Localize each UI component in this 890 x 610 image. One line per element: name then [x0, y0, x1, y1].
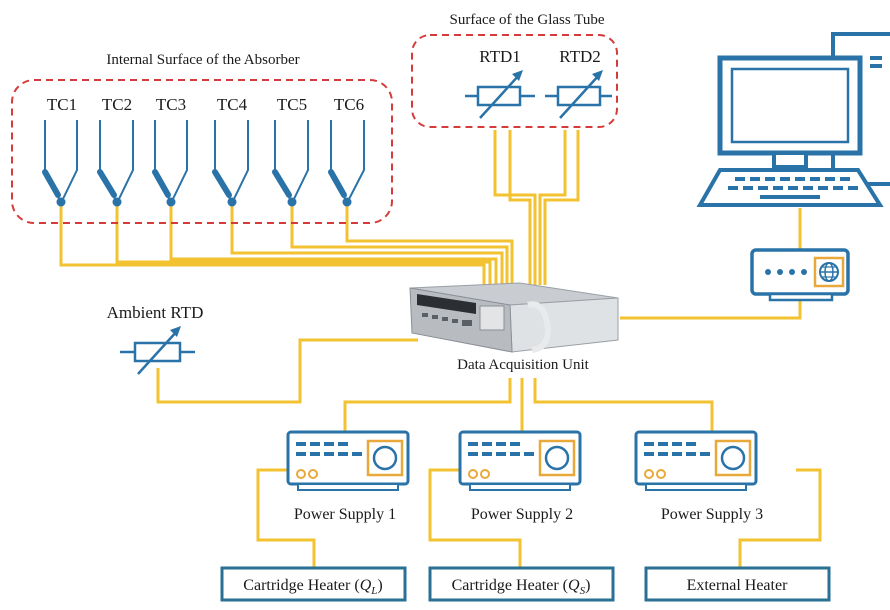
- tc2-label: TC2: [102, 95, 132, 114]
- tc3-label: TC3: [156, 95, 186, 114]
- tc5-label: TC5: [277, 95, 307, 114]
- heater-2-box: [428, 566, 615, 602]
- heater-2: Cartridge Heater (QS): [428, 566, 615, 602]
- wire-tc3: [169, 203, 498, 285]
- thermocouple-tc4: TC4: [212, 95, 249, 207]
- rtd-icon: [465, 70, 535, 119]
- computer: [696, 32, 890, 207]
- heater-2-label: Cartridge Heater (QS): [452, 577, 591, 597]
- thermocouple-icon: [99, 120, 134, 206]
- thermocouple-icon: [154, 120, 188, 206]
- heater-1: Cartridge Heater (QL): [220, 566, 407, 602]
- power-supply-icon: [634, 430, 758, 491]
- ambient-rtd: Ambient RTD: [107, 303, 204, 375]
- power-supply-icon: [458, 430, 582, 491]
- daq-device-icon: [409, 282, 619, 353]
- heater-3: External Heater: [644, 566, 831, 602]
- wire-daq-ps1: [343, 378, 512, 432]
- wiring: [59, 130, 822, 568]
- network-device-icon: [750, 248, 850, 302]
- power-supply-1-label: Power Supply 1: [294, 506, 396, 523]
- wire-ps2-heater: [428, 468, 522, 568]
- rtd-icon: [545, 70, 612, 119]
- thermocouple-tc6: TC6: [328, 95, 365, 207]
- glass-tube-group: Surface of the Glass Tube RTD1 RTD2: [411, 12, 618, 128]
- wire-tc4: [230, 203, 504, 285]
- network-box: [750, 248, 850, 302]
- wire-rtd1: [493, 130, 537, 285]
- absorber-group: Internal Surface of the Absorber TC1 TC2…: [11, 52, 393, 224]
- thermocouple-tc1: TC1: [42, 95, 78, 207]
- glass-title: Surface of the Glass Tube: [450, 12, 605, 28]
- power-supply-2: Power Supply 2: [458, 430, 582, 523]
- wire-tc5: [290, 203, 509, 285]
- wire-tc2: [115, 203, 492, 285]
- heater-1-label: Cartridge Heater (QL): [243, 577, 382, 597]
- thermocouple-tc2: TC2: [97, 95, 134, 207]
- wire-ambient: [156, 338, 418, 404]
- heater-3-box: [644, 566, 831, 602]
- heater-1-box: [220, 566, 407, 602]
- daq-label: Data Acquisition Unit: [457, 357, 589, 373]
- wire-rtd1b: [508, 130, 532, 285]
- tc6-label: TC6: [334, 95, 364, 114]
- thermocouple-tc3: TC3: [152, 95, 188, 207]
- wire-ps3-heater: [738, 468, 822, 568]
- thermocouple-icon: [214, 120, 249, 206]
- wire-rtd2: [538, 130, 567, 285]
- globe-icon: [819, 262, 839, 282]
- power-supply-3-label: Power Supply 3: [661, 506, 763, 523]
- heater-3-label: External Heater: [687, 577, 789, 594]
- wire-daq-ps3: [533, 378, 714, 432]
- ambient-rtd-label: Ambient RTD: [107, 303, 204, 322]
- computer-icon: [696, 32, 890, 207]
- wire-ps1-heater: [256, 468, 316, 568]
- wire-rtd2b: [543, 130, 580, 285]
- rtd-icon: [120, 326, 195, 375]
- thermocouple-icon: [274, 120, 309, 206]
- thermocouple-icon: [44, 120, 78, 206]
- power-supply-2-label: Power Supply 2: [471, 506, 573, 523]
- wire-tc1: [59, 203, 486, 285]
- thermocouple-icon: [330, 120, 365, 206]
- wire-tc6: [345, 203, 514, 285]
- data-acquisition-unit: Data Acquisition Unit: [409, 282, 619, 373]
- absorber-dashed-border: [11, 79, 393, 224]
- tc4-label: TC4: [217, 95, 248, 114]
- absorber-title: Internal Surface of the Absorber: [106, 52, 299, 68]
- tc1-label: TC1: [47, 95, 77, 114]
- wire-router-daq: [620, 300, 802, 320]
- power-supply-1: Power Supply 1: [286, 430, 410, 523]
- rtd1-label: RTD1: [479, 47, 520, 66]
- power-supply-3: Power Supply 3: [634, 430, 763, 523]
- thermocouple-tc5: TC5: [272, 95, 309, 207]
- rtd2-label: RTD2: [559, 47, 600, 66]
- glass-dashed-border: [411, 34, 618, 128]
- power-supply-icon: [286, 430, 410, 491]
